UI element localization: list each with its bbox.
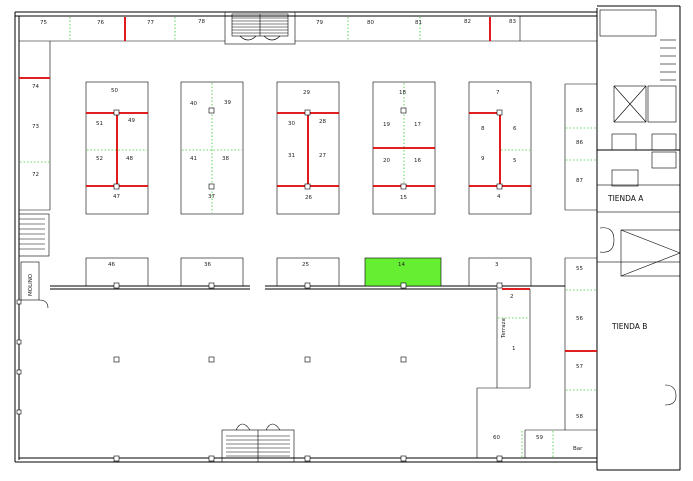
stall-label-51: 51 [96,121,103,127]
stall-label-72: 72 [32,172,39,178]
stall-label-25: 25 [302,262,309,268]
stall-label-73: 73 [32,124,39,130]
stall-label-39: 39 [224,100,231,106]
stall-label-78: 78 [198,19,205,25]
stall-label-75: 75 [40,20,47,26]
stall-label-6: 6 [513,126,517,132]
top-stairs [224,11,296,45]
stall-label-29: 29 [303,90,310,96]
stall-label-57: 57 [576,364,583,370]
stall-label-49: 49 [128,118,135,124]
left-stall-column [19,41,51,211]
stall-label-85: 85 [576,108,583,114]
island-5 [468,81,532,215]
hall-columns [16,299,503,462]
stall-label-38: 38 [222,156,229,162]
top-stall-row [19,16,597,42]
stall-label-46: 46 [108,262,115,268]
stall-label-8: 8 [481,126,485,132]
stall-label-3: 3 [495,262,499,268]
stall-label-31: 31 [288,153,295,159]
stall-label-59: 59 [536,435,543,441]
stall-label-28: 28 [319,119,326,125]
middle-stall-row [50,257,565,290]
stall-label-27: 27 [319,153,326,159]
stall-label-17: 17 [414,122,421,128]
right-corridor-stalls [521,257,597,458]
right-stall-column [564,83,597,211]
island-4 [372,81,436,215]
stall-label-83: 83 [509,19,516,25]
ramp [599,227,681,277]
stall-label-80: 80 [367,20,374,26]
stall-label-76: 76 [97,20,104,26]
island-2 [180,81,244,215]
stall-label-74: 74 [32,84,39,90]
stall-label-48: 48 [126,156,133,162]
stall-label-82: 82 [464,19,471,25]
stall-label-81: 81 [415,20,422,26]
stall-label-20: 20 [383,158,390,164]
stall-label-60: 60 [493,435,500,441]
bottom-stairs [221,423,295,463]
stall-label-2: 2 [510,294,514,300]
stall-label-30: 30 [288,121,295,127]
stall-label-77: 77 [147,20,154,26]
service-block [597,9,680,187]
stall-label-86: 86 [576,140,583,146]
stall-label-5: 5 [513,158,517,164]
outer-walls [14,5,681,471]
stall-label-37: 37 [208,194,215,200]
stall-label-7: 7 [496,90,500,96]
stall-label-4: 4 [497,194,501,200]
stall-label-18: 18 [399,90,406,96]
stall-label-87: 87 [576,178,583,184]
stall-label-55: 55 [576,266,583,272]
stall-label-79: 79 [316,20,323,26]
stall-label-58: 58 [576,414,583,420]
stall-label-19: 19 [383,122,390,128]
stall-label-1: 1 [512,346,516,352]
stall-label-40: 40 [190,101,197,107]
island-3 [276,81,340,215]
store-a-label: TIENDA A [607,194,644,203]
stall-label-52: 52 [96,156,103,162]
store-a [596,184,681,213]
stall-label-56: 56 [576,316,583,322]
stall-label-50: 50 [111,88,118,94]
store-b [596,261,681,471]
bar-label: Bar [573,446,583,452]
terrace-label: Terraza [501,318,507,339]
stall-label-26: 26 [305,195,312,201]
left-stairs [18,213,50,309]
highlighted-stall[interactable] [364,257,442,287]
stall-label-16: 16 [414,158,421,164]
stall-label-47: 47 [113,194,120,200]
stall-label-9: 9 [481,156,485,162]
vertical-room-label: MOLINO [28,273,34,296]
island-1 [85,81,149,215]
terrace [476,288,531,458]
store-b-label: TIENDA B [611,322,647,331]
stall-label-36: 36 [204,262,211,268]
stall-label-41: 41 [190,156,197,162]
stall-label-15: 15 [400,195,407,201]
stall-label-14: 14 [398,262,405,268]
